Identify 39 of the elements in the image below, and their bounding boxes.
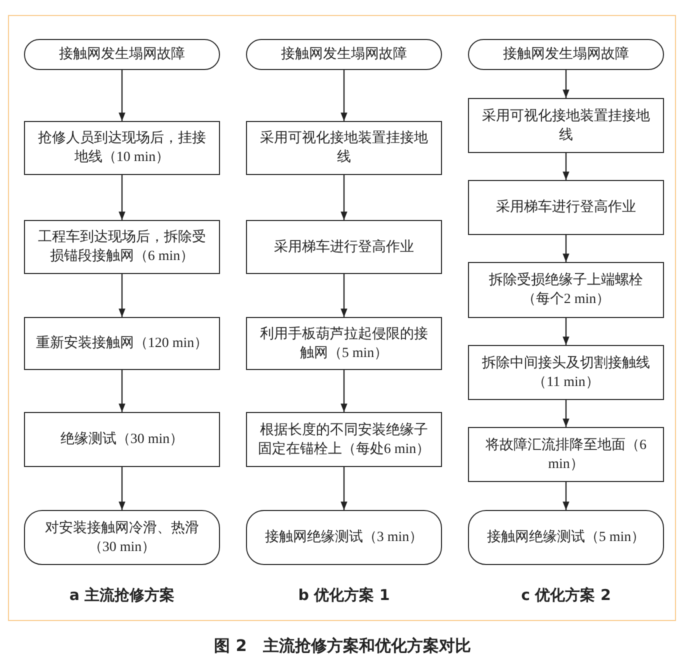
arrow (118, 467, 126, 510)
arrow (562, 153, 570, 180)
process-box: 采用梯车进行登高作业 (246, 220, 442, 274)
terminal-box: 接触网绝缘测试（3 min） (246, 510, 442, 565)
arrow (118, 274, 126, 317)
terminal-box: 接触网发生塌网故障 (24, 39, 220, 70)
arrow (562, 70, 570, 98)
arrow (340, 467, 348, 510)
process-box: 拆除受损绝缘子上端螺栓（每个2 min） (468, 262, 664, 318)
process-box: 重新安装接触网（120 min） (24, 317, 220, 370)
arrow (562, 318, 570, 345)
terminal-box: 接触网发生塌网故障 (468, 39, 664, 70)
process-box: 将故障汇流排降至地面（6 min） (468, 427, 664, 482)
process-box: 采用可视化接地装置挂接地线 (468, 98, 664, 153)
terminal-box: 接触网绝缘测试（5 min） (468, 510, 664, 565)
arrow (340, 175, 348, 220)
arrow (562, 235, 570, 262)
process-box: 采用可视化接地装置挂接地线 (246, 121, 442, 175)
sub-caption: a 主流抢修方案 (68, 586, 176, 605)
arrow (118, 370, 126, 412)
process-box: 利用手板葫芦拉起侵限的接触网（5 min） (246, 317, 442, 370)
process-box: 根据长度的不同安装绝缘子固定在锚栓上（每处6 min） (246, 412, 442, 467)
sub-caption: c 优化方案 2 (520, 586, 612, 605)
process-box: 拆除中间接头及切割接触线（11 min） (468, 345, 664, 400)
arrow (340, 70, 348, 121)
terminal-box: 接触网发生塌网故障 (246, 39, 442, 70)
process-box: 采用梯车进行登高作业 (468, 180, 664, 235)
figure-caption: 图 2 主流抢修方案和优化方案对比 (213, 636, 472, 657)
arrow (340, 370, 348, 412)
process-box: 工程车到达现场后，拆除受损锚段接触网（6 min） (24, 220, 220, 274)
arrow (562, 482, 570, 510)
process-box: 抢修人员到达现场后，挂接地线（10 min） (24, 121, 220, 175)
arrow (118, 175, 126, 220)
arrow (562, 400, 570, 427)
sub-caption: b 优化方案 1 (297, 586, 391, 605)
process-box: 绝缘测试（30 min） (24, 412, 220, 467)
arrow (340, 274, 348, 317)
terminal-box: 对安装接触网冷滑、热滑（30 min） (24, 510, 220, 565)
arrow (118, 70, 126, 121)
